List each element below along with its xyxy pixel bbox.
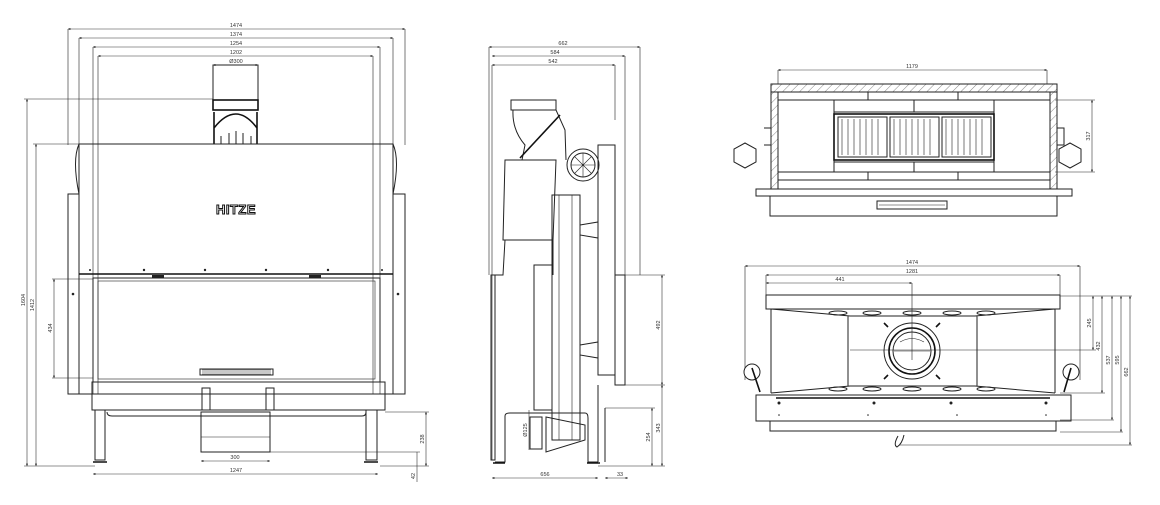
dim-238: 238 [420, 434, 426, 443]
hitze-logo: HITZE [216, 202, 256, 217]
dim-537: 537 [1106, 355, 1112, 364]
dim-542: 542 [548, 59, 557, 65]
dim-343: 343 [656, 423, 662, 432]
dim-1254: 1254 [230, 41, 242, 47]
dim-plan-662: 662 [1124, 367, 1130, 376]
fan-wheel [566, 148, 600, 182]
handle-knob-right [1062, 363, 1080, 381]
dim-492: 492 [656, 320, 662, 329]
dim-254: 254 [646, 432, 652, 441]
dim-1374: 1374 [230, 32, 242, 38]
handle-hex-right [1058, 142, 1082, 169]
handle-knob-left [743, 363, 761, 381]
grate [833, 113, 995, 161]
plan-view: 1474 1281 441 245 432 537 595 662 [743, 260, 1132, 448]
ash-drawer [200, 411, 271, 453]
dim-656: 656 [540, 472, 549, 478]
dim-662: 662 [558, 41, 567, 47]
dim-434: 434 [48, 323, 54, 332]
side-dimensions: 662 584 542 492 343 254 Ø125 656 33 [488, 41, 665, 480]
front-dimensions: 1474 1374 1254 1202 Ø300 1604 1412 434 1… [21, 23, 429, 482]
door-profile [551, 194, 581, 441]
dim-1604: 1604 [21, 294, 27, 306]
dim-1247: 1247 [230, 468, 242, 474]
front-body: HITZE [67, 64, 406, 463]
dim-42: 42 [411, 473, 417, 479]
top-section-view: 1179 317 [733, 64, 1095, 217]
dim-1474: 1474 [230, 23, 242, 29]
dim-125: Ø125 [523, 423, 529, 436]
dim-33: 33 [617, 472, 623, 478]
flue-ring [883, 322, 941, 380]
front-view: 1474 1374 1254 1202 Ø300 1604 1412 434 1… [21, 23, 429, 482]
dim-1281: 1281 [906, 269, 918, 275]
dim-1202: 1202 [230, 50, 242, 56]
glass-door [92, 277, 381, 383]
dim-1179: 1179 [906, 64, 918, 70]
dim-1412: 1412 [30, 299, 36, 311]
dim-432: 432 [1096, 341, 1102, 350]
dim-flue-300: Ø300 [229, 59, 242, 65]
dim-plan-1474: 1474 [906, 260, 918, 266]
dim-317: 317 [1086, 131, 1092, 140]
flue-collar [212, 64, 259, 101]
side-body [490, 99, 626, 464]
air-slider [199, 368, 274, 376]
dim-584: 584 [550, 50, 559, 56]
dim-595: 595 [1115, 355, 1121, 364]
side-view: 662 584 542 492 343 254 Ø125 656 33 [488, 41, 665, 480]
dim-245: 245 [1087, 318, 1093, 327]
dim-300: 300 [230, 455, 239, 461]
handle-hex-left [733, 142, 757, 169]
dim-441: 441 [835, 277, 844, 283]
top-air-slider [876, 200, 948, 210]
